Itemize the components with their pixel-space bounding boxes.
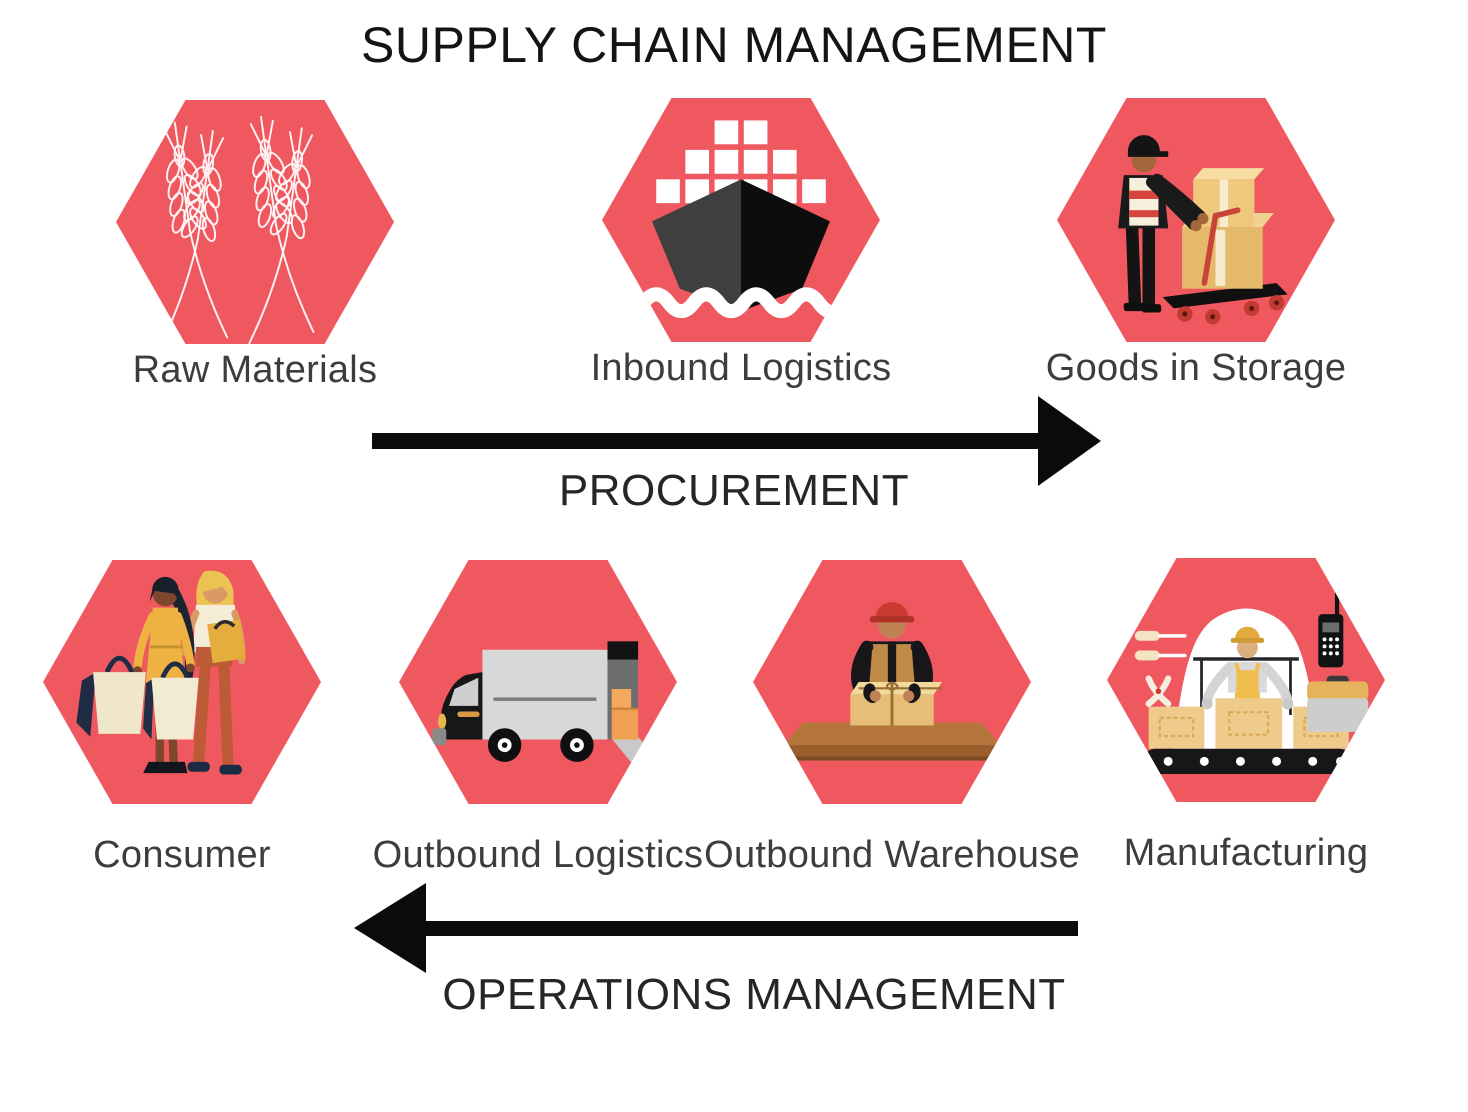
wheat-icon <box>116 100 394 344</box>
assembly-line-worker-icon <box>1107 558 1385 802</box>
delivery-truck-icon <box>399 560 677 804</box>
stage-raw-materials: Raw Materials <box>116 100 394 392</box>
procurement-flow-label: PROCUREMENT <box>558 466 910 515</box>
stage-label-raw-materials: Raw Materials <box>132 349 378 391</box>
container-ship-icon <box>602 98 880 342</box>
stage-label-outbound-logistics: Outbound Logistics <box>372 834 704 876</box>
worker-hand-truck-icon <box>1057 98 1335 342</box>
stage-outbound-warehouse: Outbound Warehouse <box>704 560 1080 877</box>
procurement-arrow-right <box>372 396 1101 486</box>
stage-label-manufacturing: Manufacturing <box>1123 832 1369 874</box>
stage-label-goods-in-storage: Goods in Storage <box>1045 347 1347 389</box>
stage-goods-in-storage: Goods in Storage <box>1046 98 1346 390</box>
stage-label-consumer: Consumer <box>93 834 271 876</box>
operations-flow-label-text: OPERATIONS MANAGEMENT <box>442 970 1066 1019</box>
stage-consumer: Consumer <box>43 560 321 877</box>
shoppers-icon <box>43 560 321 804</box>
hexagon-tile <box>116 100 394 344</box>
stage-label-inbound-logistics: Inbound Logistics <box>590 347 892 389</box>
stage-outbound-logistics: Outbound Logistics <box>373 560 703 877</box>
stage-label-outbound-warehouse: Outbound Warehouse <box>704 834 1080 876</box>
stage-manufacturing: Manufacturing <box>1107 558 1385 875</box>
packing-worker-icon <box>753 560 1031 804</box>
operations-arrow-left <box>354 883 1078 973</box>
page-title: SUPPLY CHAIN MANAGEMENT <box>361 17 1107 73</box>
stage-inbound-logistics: Inbound Logistics <box>591 98 891 390</box>
operations-flow-label: OPERATIONS MANAGEMENT <box>0 970 1468 1020</box>
